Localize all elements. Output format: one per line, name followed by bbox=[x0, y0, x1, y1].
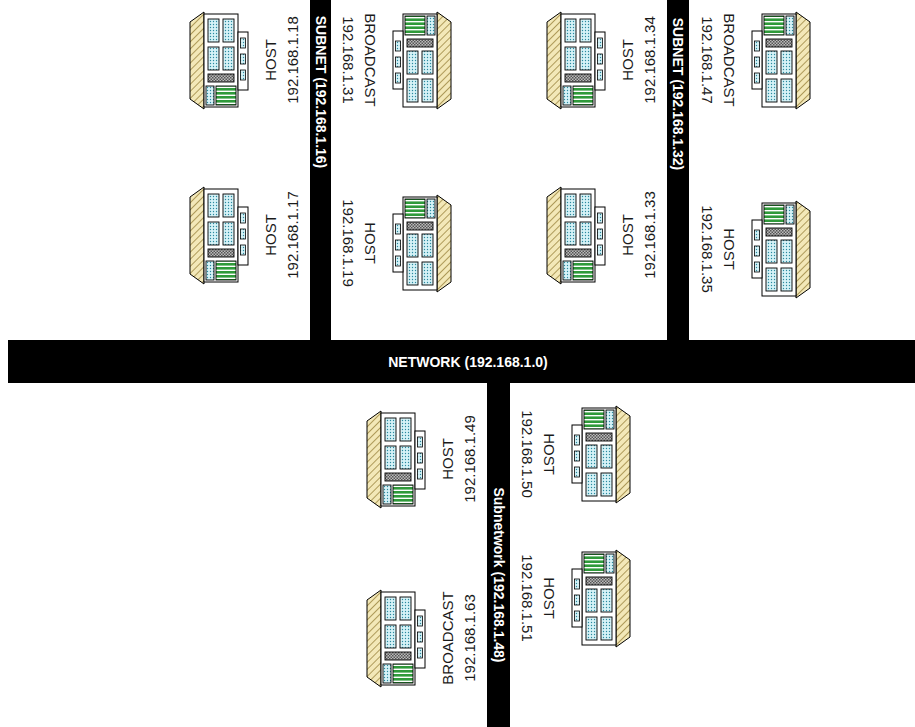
bus-label: Subnetwork (192.168.1.48) bbox=[492, 487, 506, 662]
host-node: HOST192.168.1.50 bbox=[514, 394, 632, 514]
host-role: BROADCAST bbox=[718, 13, 740, 106]
host-role: HOST bbox=[260, 191, 282, 279]
building-icon bbox=[389, 191, 453, 296]
host-label: HOST192.168.1.49 bbox=[437, 415, 481, 503]
host-role: HOST bbox=[538, 554, 560, 642]
host-role: HOST bbox=[359, 199, 381, 287]
building-symbol bbox=[547, 187, 605, 284]
building-symbol bbox=[572, 406, 630, 503]
building-drawing bbox=[572, 406, 630, 503]
host-label: BROADCAST192.168.1.31 bbox=[337, 13, 381, 106]
bus-label: NETWORK (192.168.1.0) bbox=[388, 355, 548, 369]
ip-address: 192.168.1.33 bbox=[639, 191, 661, 279]
network-bus: SUBNET (192.168.1.16) bbox=[310, 0, 331, 340]
building-icon bbox=[188, 183, 252, 288]
ip-address: 192.168.1.47 bbox=[696, 13, 718, 106]
host-role: HOST bbox=[538, 410, 560, 498]
bus-label: SUBNET (192.168.1.16) bbox=[314, 16, 328, 169]
host-node: BROADCAST192.168.1.31 bbox=[335, 4, 453, 116]
building-icon bbox=[365, 586, 429, 691]
building-symbol bbox=[752, 201, 810, 298]
host-label: HOST192.168.1.34 bbox=[617, 16, 661, 104]
host-node: HOST192.168.1.49 bbox=[365, 398, 483, 520]
building-icon bbox=[389, 8, 453, 113]
building-symbol bbox=[190, 187, 248, 284]
ip-address: 192.168.1.31 bbox=[337, 13, 359, 106]
host-node: HOST192.168.1.19 bbox=[335, 184, 453, 302]
host-node: BROADCAST192.168.1.47 bbox=[694, 4, 812, 116]
building-symbol bbox=[393, 12, 451, 109]
host-label: HOST192.168.1.35 bbox=[696, 205, 740, 293]
building-icon bbox=[748, 8, 812, 113]
host-label: BROADCAST192.168.1.47 bbox=[696, 13, 740, 106]
building-icon bbox=[365, 407, 429, 512]
building-icon bbox=[748, 197, 812, 302]
host-node: BROADCAST192.168.1.63 bbox=[365, 574, 483, 702]
building-drawing bbox=[393, 12, 451, 109]
network-bus: Subnetwork (192.168.1.48) bbox=[487, 383, 510, 727]
host-role: BROADCAST bbox=[437, 591, 459, 684]
network-bus: NETWORK (192.168.1.0) bbox=[8, 340, 915, 383]
building-drawing bbox=[752, 201, 810, 298]
ip-address: 192.168.1.18 bbox=[282, 16, 304, 104]
host-role: HOST bbox=[617, 16, 639, 104]
building-drawing bbox=[393, 195, 451, 292]
host-node: HOST192.168.1.17 bbox=[188, 176, 306, 294]
host-label: HOST192.168.1.18 bbox=[260, 16, 304, 104]
host-label: HOST192.168.1.19 bbox=[337, 199, 381, 287]
ip-address: 192.168.1.50 bbox=[516, 410, 538, 498]
building-symbol bbox=[393, 195, 451, 292]
building-drawing bbox=[190, 12, 248, 109]
bus-label: SUBNET (192.168.1.32) bbox=[671, 18, 685, 171]
bus-name: SUBNET (192.168.1.16) bbox=[314, 16, 328, 169]
ip-address: 192.168.1.51 bbox=[516, 554, 538, 642]
building-icon bbox=[188, 8, 252, 113]
building-icon bbox=[568, 402, 632, 507]
host-role: BROADCAST bbox=[359, 13, 381, 106]
ip-address: 192.168.1.35 bbox=[696, 205, 718, 293]
building-icon bbox=[545, 183, 609, 288]
building-drawing bbox=[572, 550, 630, 647]
host-role: HOST bbox=[260, 16, 282, 104]
host-node: HOST192.168.1.51 bbox=[514, 540, 632, 656]
ip-address: 192.168.1.49 bbox=[459, 415, 481, 503]
ip-address: 192.168.1.63 bbox=[459, 591, 481, 684]
building-symbol bbox=[367, 411, 425, 508]
bus-name: SUBNET (192.168.1.32) bbox=[671, 18, 685, 171]
building-icon bbox=[545, 8, 609, 113]
host-label: HOST192.168.1.17 bbox=[260, 191, 304, 279]
host-node: HOST192.168.1.35 bbox=[694, 190, 812, 308]
building-symbol bbox=[367, 590, 425, 687]
host-role: HOST bbox=[617, 191, 639, 279]
bus-name: NETWORK (192.168.1.0) bbox=[388, 355, 548, 369]
host-node: HOST192.168.1.34 bbox=[545, 4, 663, 116]
host-node: HOST192.168.1.18 bbox=[188, 4, 306, 116]
bus-name: Subnetwork (192.168.1.48) bbox=[492, 487, 506, 662]
building-drawing bbox=[190, 187, 248, 284]
ip-address: 192.168.1.19 bbox=[337, 199, 359, 287]
building-icon bbox=[568, 546, 632, 651]
building-symbol bbox=[572, 550, 630, 647]
host-label: HOST192.168.1.51 bbox=[516, 554, 560, 642]
building-symbol bbox=[752, 12, 810, 109]
building-drawing bbox=[547, 12, 605, 109]
building-drawing bbox=[752, 12, 810, 109]
building-symbol bbox=[190, 12, 248, 109]
host-role: HOST bbox=[718, 205, 740, 293]
network-bus: SUBNET (192.168.1.32) bbox=[667, 0, 689, 340]
host-label: BROADCAST192.168.1.63 bbox=[437, 591, 481, 684]
ip-address: 192.168.1.34 bbox=[639, 16, 661, 104]
host-label: HOST192.168.1.33 bbox=[617, 191, 661, 279]
host-role: HOST bbox=[437, 415, 459, 503]
host-label: HOST192.168.1.50 bbox=[516, 410, 560, 498]
building-drawing bbox=[367, 411, 425, 508]
building-drawing bbox=[367, 590, 425, 687]
building-symbol bbox=[547, 12, 605, 109]
host-node: HOST192.168.1.33 bbox=[545, 176, 663, 294]
building-drawing bbox=[547, 187, 605, 284]
ip-address: 192.168.1.17 bbox=[282, 191, 304, 279]
